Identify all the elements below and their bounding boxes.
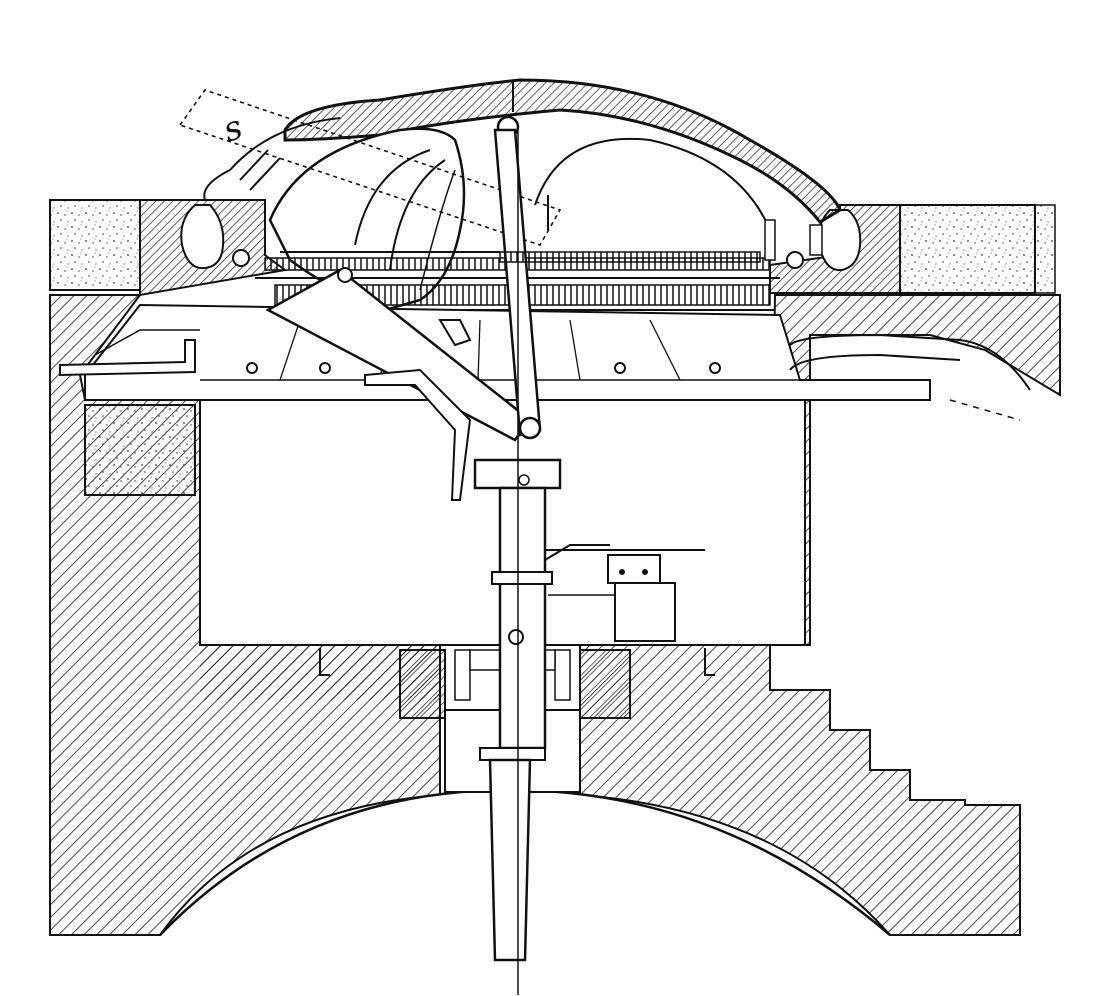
bolt [614, 362, 626, 374]
gun-barrel [178, 89, 562, 246]
pivot-column [473, 130, 562, 995]
stone-block-left-upper [49, 199, 141, 291]
hand-lever [364, 368, 472, 501]
stone-block-right-upper [899, 204, 1036, 294]
traverse-bracket [544, 544, 705, 642]
stone-block-left-lower [84, 404, 196, 496]
gun-mantlet [268, 127, 466, 312]
pivot-spindle [488, 758, 532, 962]
stone-coping [49, 199, 1056, 297]
bolt [709, 362, 721, 374]
label-s: s [218, 107, 247, 150]
bolt [246, 362, 258, 374]
upper-rack [280, 219, 823, 263]
keyhole-left [180, 204, 225, 270]
floor-plate [59, 303, 1031, 421]
floor-fittings [319, 648, 715, 676]
bolt [319, 362, 331, 374]
